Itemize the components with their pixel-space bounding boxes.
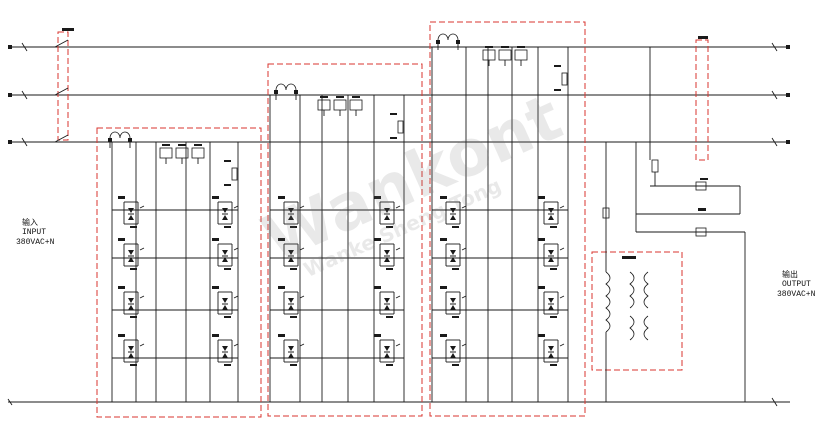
thyristor-m3-r2-left [440,238,467,270]
thyristor-m3-r3-right [538,286,565,318]
module-boxes [96,21,683,418]
thyristor-m2-r3-left [278,286,305,318]
thyristor-m1-r1-right [212,196,239,228]
ct-coil-module-1 [108,131,132,148]
input-label-cn: 输入 [22,218,38,227]
output-label-en: OUTPUT [782,280,811,289]
input-terminals [7,42,28,406]
thyristor-m1-r3-right [212,286,239,318]
thyristor-m1-r1-left [118,196,145,228]
control-contactors [602,142,746,402]
module-box-3 [429,21,586,417]
module-box-2 [267,63,423,417]
thyristor-m3-r3-left [440,286,467,318]
thyristor-m2-r4-right [374,334,401,366]
input-breaker [54,28,74,143]
output-terminals [771,42,790,407]
thyristor-m2-r2-right [374,238,401,270]
output-voltage-spec: 380VAC+N [777,290,816,299]
thyristor-m1-r3-left [118,286,145,318]
module-box-1 [96,127,262,418]
thyristor-m2-r2-left [278,238,305,270]
thyristor-m1-r4-right [212,334,239,366]
relay-module-3 [561,72,568,86]
bypass-transformer-box [591,251,683,371]
thyristor-m1-r4-left [118,334,145,366]
thyristor-m3-r4-left [440,334,467,366]
input-voltage-spec: 380VAC+N [16,238,55,247]
thyristor-m3-r1-left [440,196,467,228]
thyristor-m2-r3-right [374,286,401,318]
ct-coil-module-2 [274,83,298,100]
input-label-en: INPUT [22,228,47,237]
bypass-transformer [605,142,649,402]
relay-module-2 [397,120,404,134]
thyristor-m3-r4-right [538,334,565,366]
thyristor-m3-r1-right [538,196,565,228]
output-label-cn: 输出 [782,270,798,279]
ct-coil-module-3 [436,33,460,50]
thyristor-m2-r4-left [278,334,305,366]
switch-block-module-3 [482,46,528,66]
switch-block-module-1 [159,144,205,164]
switch-block-module-2 [317,96,363,116]
relay-module-1 [231,167,238,181]
thyristor-m2-r1-left [278,196,305,228]
thyristor-m2-r1-right [374,196,401,228]
thyristor-m3-r2-right [538,238,565,270]
output-breaker [649,36,709,161]
bus-lines [8,46,790,403]
thyristor-m1-r2-right [212,238,239,270]
thyristor-m1-r2-left [118,238,145,270]
